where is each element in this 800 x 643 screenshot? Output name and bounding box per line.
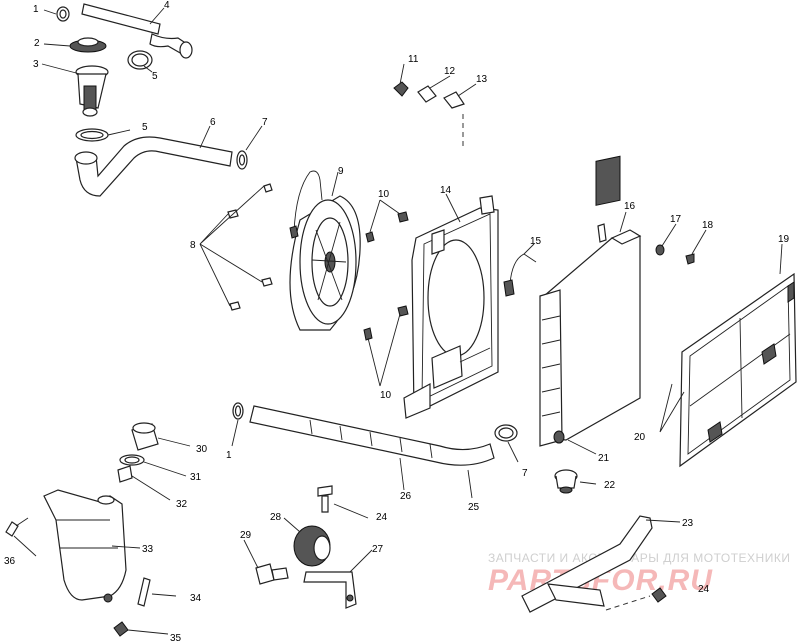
label-20: 20 <box>634 432 646 443</box>
part-cooling-fan-9 <box>289 170 361 331</box>
label-31: 31 <box>190 472 202 483</box>
label-25: 25 <box>468 502 480 513</box>
part-bolt-29 <box>255 563 289 585</box>
part-filler-neck-3 <box>75 65 109 117</box>
part-temperature-sensor-15 <box>503 253 537 297</box>
label-18: 18 <box>702 220 714 231</box>
part-clips-10 <box>363 211 409 341</box>
part-clamp-1-bottom <box>232 402 244 420</box>
label-8: 8 <box>190 240 196 251</box>
label-7-top: 7 <box>262 117 268 128</box>
label-11: 11 <box>408 54 419 65</box>
part-gasket-31 <box>119 454 145 466</box>
label-21: 21 <box>598 453 610 464</box>
label-1-bottom: 1 <box>226 450 232 461</box>
part-screw-36 <box>5 517 29 537</box>
part-screw-18 <box>685 253 695 265</box>
part-radiator-screen-19 <box>679 272 797 468</box>
label-1-top: 1 <box>33 4 39 15</box>
part-radiator-cap-2 <box>69 37 107 53</box>
label-12: 12 <box>444 66 456 77</box>
part-hose-4 <box>81 3 193 59</box>
label-30: 30 <box>196 444 208 455</box>
leader-lines <box>13 7 783 635</box>
part-clamp-5-mid <box>75 128 109 142</box>
label-5-top: 5 <box>152 71 158 82</box>
label-9: 9 <box>338 166 344 177</box>
label-13: 13 <box>476 74 488 85</box>
label-10-top: 10 <box>378 189 390 200</box>
part-hose-34 <box>137 577 151 607</box>
part-screw-24-bottom <box>651 587 667 603</box>
label-10-bottom: 10 <box>380 390 392 401</box>
part-washer-17 <box>655 244 665 256</box>
label-16: 16 <box>624 201 636 212</box>
part-bolts-8 <box>227 183 273 311</box>
label-4: 4 <box>164 0 170 11</box>
label-33: 33 <box>142 544 154 555</box>
part-clamp-1 <box>56 6 70 22</box>
label-7-bottom: 7 <box>522 468 528 479</box>
part-hose-26 <box>249 405 495 466</box>
label-32: 32 <box>176 499 188 510</box>
part-grommet-13 <box>443 91 465 109</box>
label-27: 27 <box>372 544 384 555</box>
part-clamp-7-top <box>236 150 248 170</box>
label-34: 34 <box>190 593 202 604</box>
label-15: 15 <box>530 236 542 247</box>
label-28: 28 <box>270 512 282 523</box>
part-bracket-23 <box>521 515 653 613</box>
label-29: 29 <box>240 530 252 541</box>
label-3: 3 <box>33 59 39 70</box>
part-bushing-11 <box>393 81 409 97</box>
label-26: 26 <box>400 491 412 502</box>
label-5-mid: 5 <box>142 122 148 133</box>
label-35: 35 <box>170 633 182 643</box>
label-36: 36 <box>4 556 16 567</box>
part-fan-shroud-14 <box>403 195 499 419</box>
part-spacer-12 <box>417 85 437 103</box>
watermark-tagline: ЗАПЧАСТИ И АКСЕССУАРЫ ДЛЯ МОТОТЕХНИКИ <box>488 551 790 565</box>
label-19: 19 <box>778 234 790 245</box>
part-neck-32 <box>117 465 133 483</box>
part-radiator-16 <box>539 155 642 447</box>
label-24-bottom: 24 <box>698 584 710 595</box>
part-clamp-5-top <box>127 50 153 70</box>
label-24-top: 24 <box>376 512 388 523</box>
label-14: 14 <box>440 185 452 196</box>
label-23: 23 <box>682 518 694 529</box>
part-hose-6 <box>74 136 233 197</box>
part-bolt-24 <box>317 485 333 513</box>
label-22: 22 <box>604 480 616 491</box>
label-17: 17 <box>670 214 682 225</box>
part-coolant-reservoir-33 <box>43 489 127 603</box>
part-bracket-27 <box>303 571 357 609</box>
part-clamp-7-bottom <box>494 424 518 442</box>
label-6: 6 <box>210 117 216 128</box>
part-clamp-35 <box>113 621 129 637</box>
callout-labels: 1 4 2 5 3 5 6 7 11 12 13 8 9 10 10 14 15… <box>4 0 790 643</box>
part-grommet-22 <box>554 469 578 494</box>
part-mount-28 <box>293 525 331 567</box>
part-cap-30 <box>131 422 159 451</box>
label-2: 2 <box>34 38 40 49</box>
